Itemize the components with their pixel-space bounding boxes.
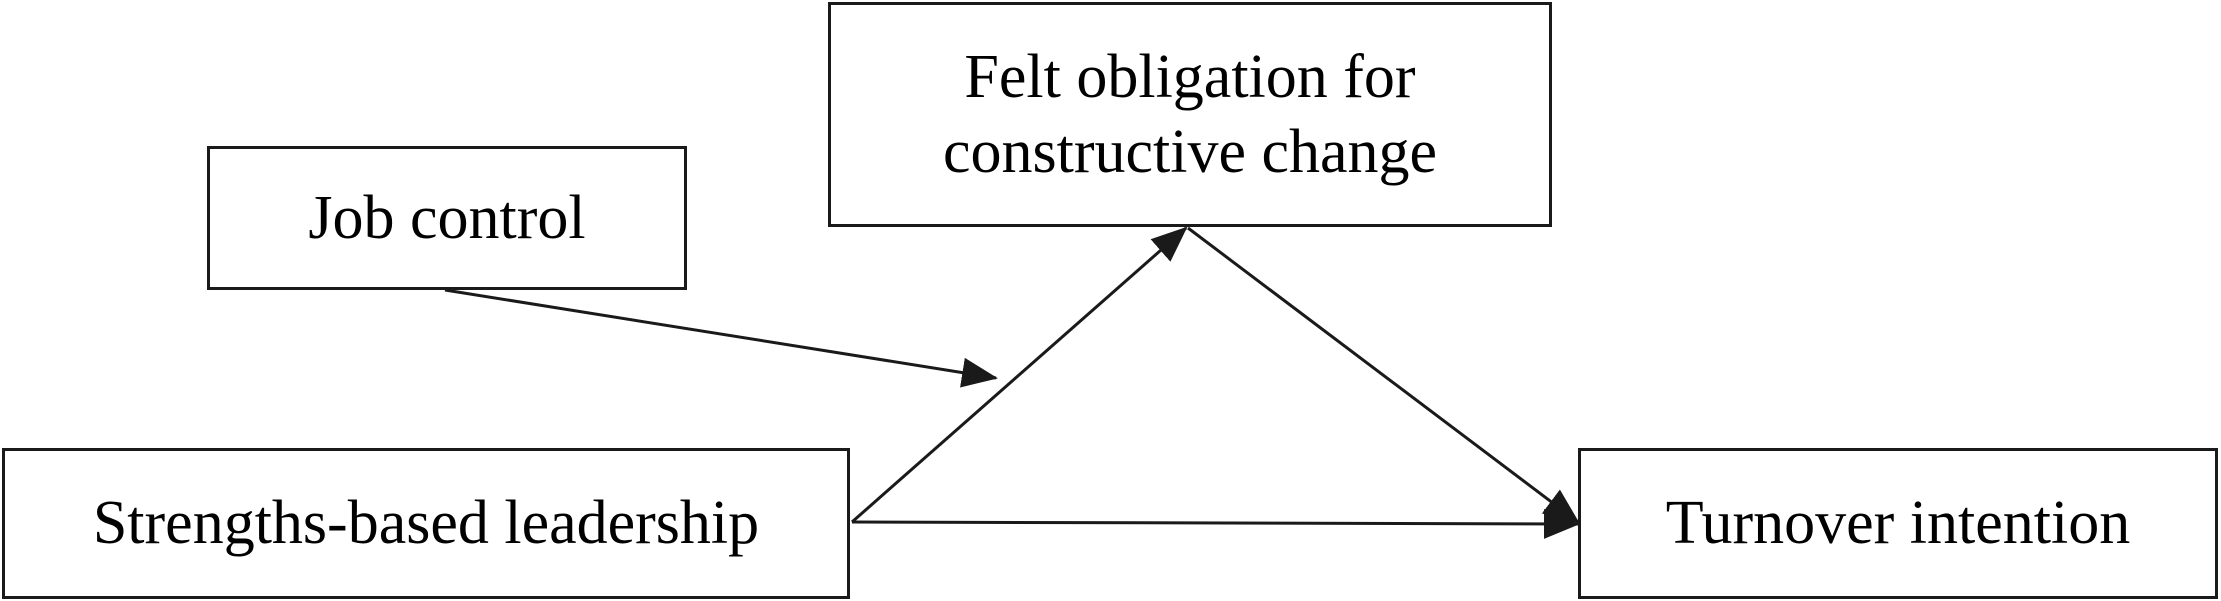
turnover-intention-box: Turnover intention bbox=[1578, 448, 2218, 599]
arrow-job-control-moderation bbox=[444, 288, 998, 388]
job-control-box: Job control bbox=[207, 146, 687, 290]
felt-obligation-label-line1: Felt obligation for bbox=[964, 43, 1416, 112]
felt-obligation-box: Felt obligation for constructive change bbox=[828, 2, 1552, 227]
job-control-label: Job control bbox=[308, 183, 586, 252]
arrow-leadership-to-felt-obligation bbox=[851, 226, 1188, 524]
strengths-based-leadership-label: Strengths-based leadership bbox=[92, 489, 760, 558]
turnover-intention-label: Turnover intention bbox=[1665, 489, 2131, 558]
felt-obligation-label-line2: constructive change bbox=[942, 117, 1438, 186]
strengths-based-leadership-box: Strengths-based leadership bbox=[2, 448, 850, 599]
arrow-leadership-to-turnover bbox=[851, 508, 1580, 539]
arrow-felt-obligation-to-turnover bbox=[1187, 226, 1580, 524]
